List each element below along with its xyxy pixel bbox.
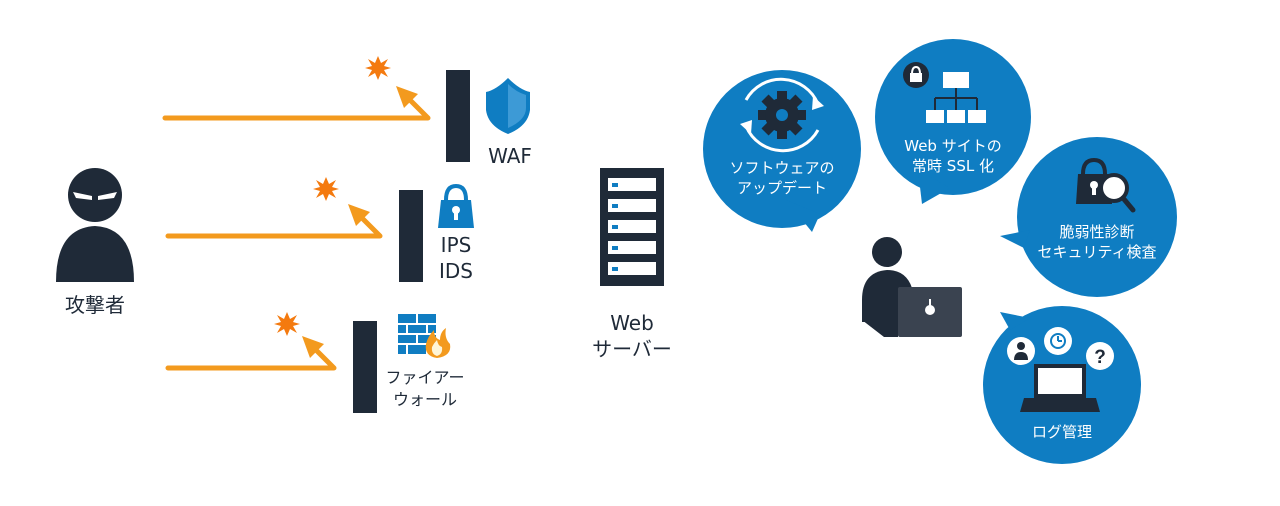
gear-icon [758, 91, 806, 139]
attack-arrow-firewall [165, 336, 337, 371]
question-icon: ? [1086, 342, 1114, 370]
waf-label: WAF [480, 143, 540, 169]
firewall-label: ファイアー ウォール [380, 367, 470, 411]
firewall-label-line-1: ファイアー [385, 368, 465, 387]
administrator-icon [862, 237, 962, 337]
web-server-label-line-2: サーバー [592, 337, 672, 361]
ssl-label: Web サイトの 常時 SSL 化 [893, 136, 1013, 176]
attack-arrow-ips [165, 204, 383, 239]
web-server-label-line-1: Web [610, 311, 654, 335]
ips-ids-label: IPS IDS [430, 232, 482, 284]
vulnerability-check-line-1: 脆弱性診断 [1059, 223, 1135, 241]
web-server-label: Web サーバー [580, 310, 684, 362]
log-management-line-1: ログ管理 [1031, 423, 1092, 441]
ssl-line-1: Web サイトの [904, 137, 1002, 155]
vulnerability-check-label: 脆弱性診断 セキュリティ検査 [1027, 222, 1167, 262]
bubble-log-management: ? [983, 306, 1141, 464]
laptop-icon [1020, 364, 1100, 412]
attacker-icon [56, 168, 134, 282]
bubble-ssl [875, 39, 1031, 204]
attacker-label: 攻撃者 [65, 293, 125, 317]
sitemap-icon [926, 72, 986, 123]
software-update-label: ソフトウェアの アップデート [712, 158, 852, 198]
waf-wall [446, 70, 470, 162]
attack-arrow-waf [162, 86, 431, 121]
ips-label-line: IPS [440, 233, 472, 257]
bubble-vulnerability-check [1000, 137, 1177, 297]
firewall-wall [353, 321, 377, 413]
ids-label-line: IDS [439, 259, 473, 283]
spark-icon [313, 177, 339, 201]
software-update-line-1: ソフトウェアの [729, 159, 835, 177]
padlock-icon [903, 62, 929, 88]
ssl-line-2: 常時 SSL 化 [912, 157, 994, 175]
lock-magnifier-icon [1076, 157, 1136, 213]
shield-icon [486, 78, 530, 134]
refresh-icon [744, 77, 820, 153]
vulnerability-check-line-2: セキュリティ検査 [1037, 243, 1157, 261]
bubble-software-update [703, 70, 861, 232]
person-icon [1007, 337, 1035, 365]
waf-label-line: WAF [488, 144, 532, 168]
software-update-line-2: アップデート [736, 179, 827, 197]
log-management-label: ログ管理 [1012, 422, 1112, 442]
firewall-label-line-2: ウォール [392, 390, 457, 409]
svg-text:?: ? [1094, 347, 1106, 368]
clock-icon [1044, 327, 1072, 355]
firewall-icon [398, 314, 451, 358]
ips-ids-wall [399, 190, 423, 282]
spark-icon [274, 312, 300, 336]
lock-icon [438, 183, 474, 228]
web-server-icon [600, 168, 664, 286]
spark-icon [365, 56, 391, 80]
